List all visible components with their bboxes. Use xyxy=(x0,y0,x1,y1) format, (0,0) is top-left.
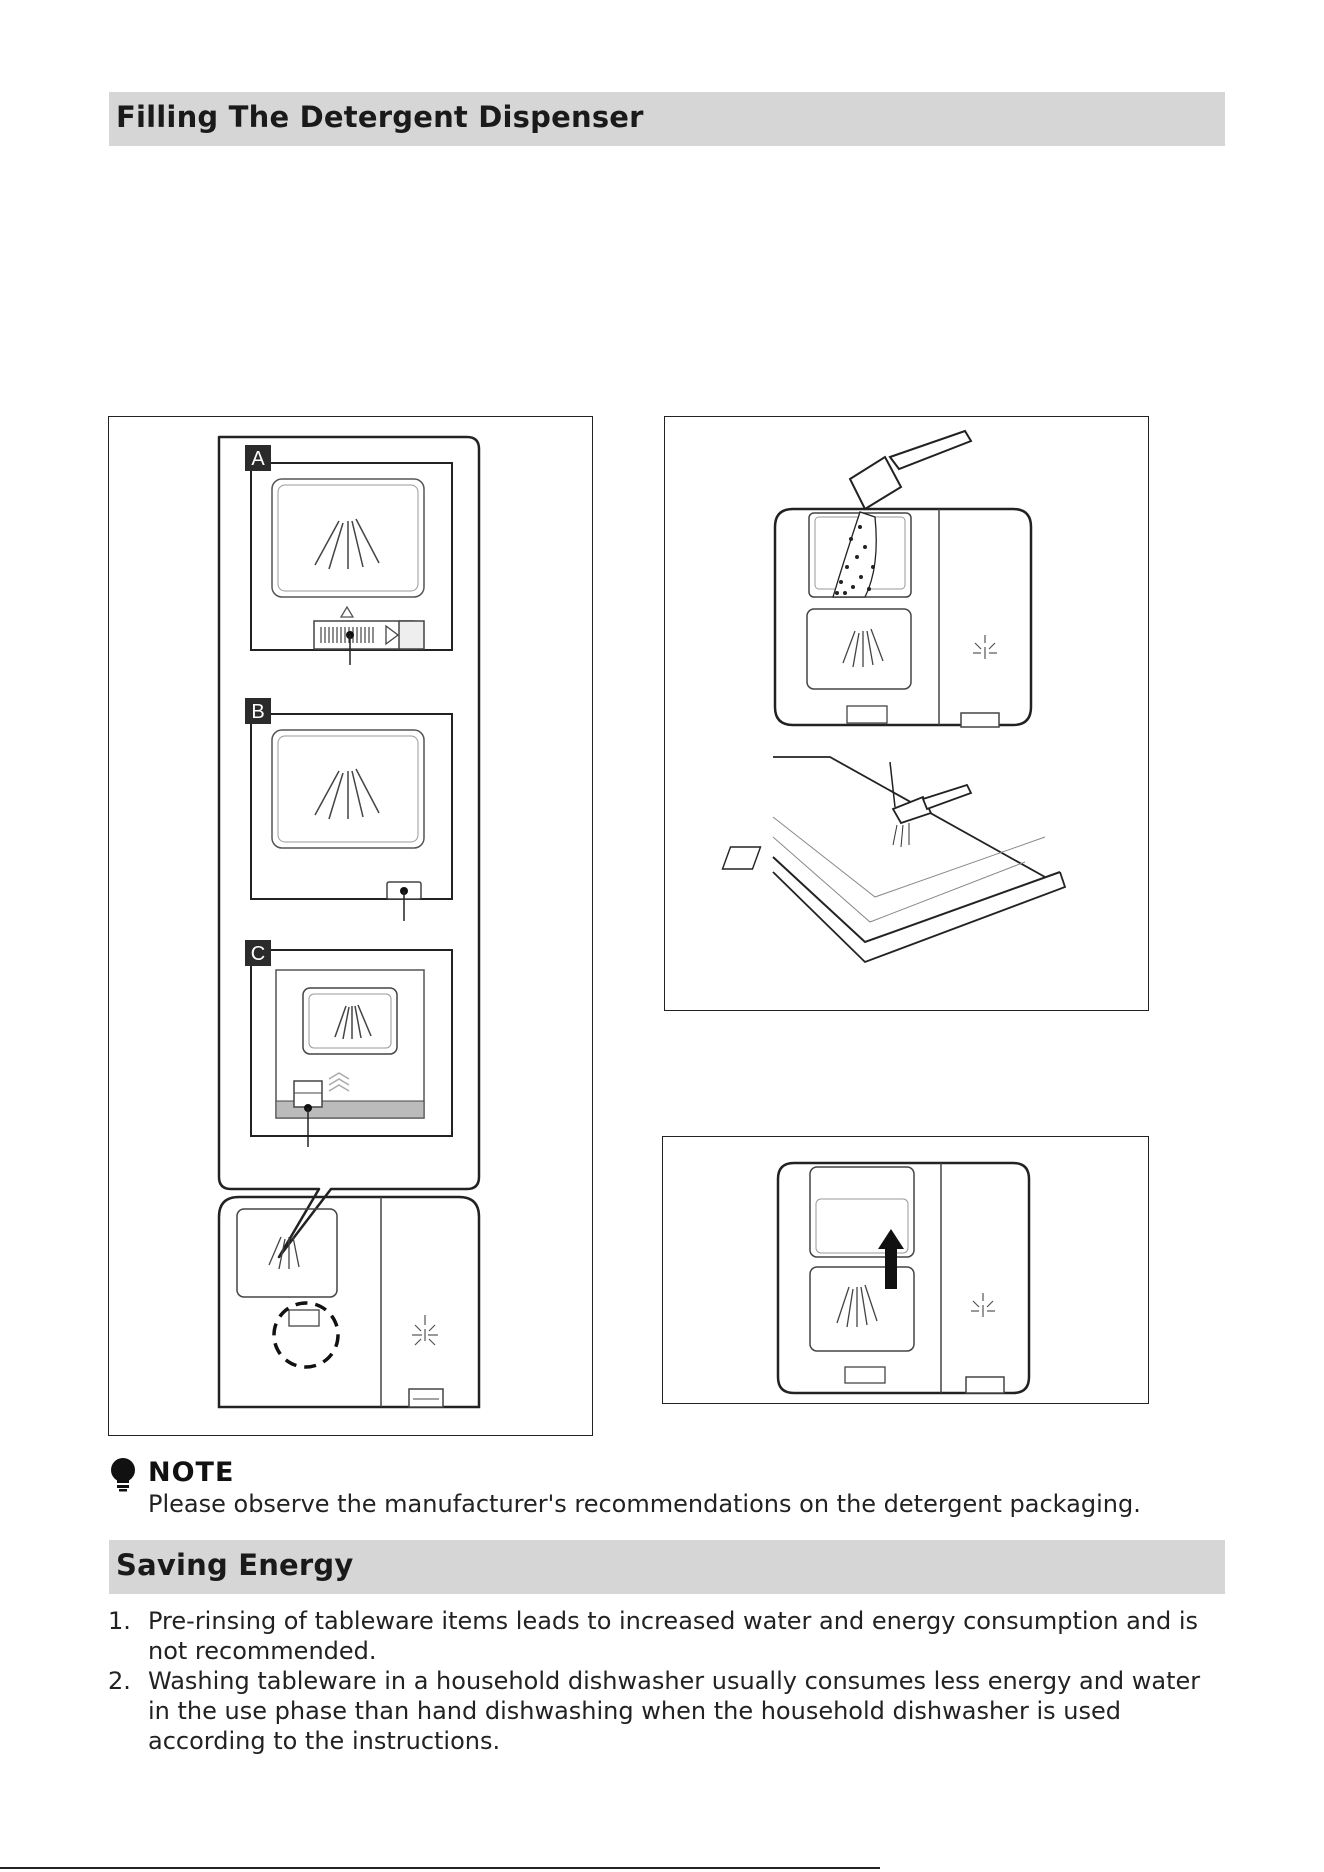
detergent-section-header: Filling The Detergent Dispenser xyxy=(109,92,1225,146)
panel-c: C xyxy=(245,940,453,1147)
list-item-text: Pre-rinsing of tableware items leads to … xyxy=(148,1607,1199,1665)
note-text: Please observe the manufacturer's recomm… xyxy=(148,1490,1141,1518)
panel-a: A xyxy=(245,445,453,665)
dispenser-detail-figure: A B xyxy=(108,416,593,1436)
panel-b: B xyxy=(245,698,453,921)
filling-detergent-figure xyxy=(664,416,1149,1011)
energy-section-header: Saving Energy xyxy=(109,1540,1225,1594)
list-item-text: Washing tableware in a household dishwas… xyxy=(148,1667,1201,1755)
list-item: 1. Pre-rinsing of tableware items leads … xyxy=(108,1606,1218,1666)
note-title: NOTE xyxy=(148,1457,235,1488)
panel-a-label: A xyxy=(251,448,265,470)
energy-list: 1. Pre-rinsing of tableware items leads … xyxy=(108,1606,1218,1756)
close-lid-figure xyxy=(662,1136,1149,1404)
panel-c-label: C xyxy=(251,943,265,965)
list-item-number: 2. xyxy=(108,1667,131,1695)
panel-b-label: B xyxy=(251,701,264,723)
footer-rule xyxy=(0,1867,880,1869)
filling-detergent-illustration xyxy=(721,429,1067,964)
arrow-up-icon xyxy=(878,1229,904,1289)
list-item-number: 1. xyxy=(108,1607,131,1635)
close-lid-illustration xyxy=(776,1161,1031,1395)
dispenser-detail-illustration: A B xyxy=(217,435,481,1409)
dispenser-overview xyxy=(217,1195,481,1409)
lightbulb-icon xyxy=(111,1458,135,1492)
energy-section-title: Saving Energy xyxy=(116,1548,354,1582)
list-item: 2. Washing tableware in a household dish… xyxy=(108,1666,1218,1756)
dishwasher-door xyxy=(721,756,1067,964)
detergent-section-title: Filling The Detergent Dispenser xyxy=(116,100,644,134)
